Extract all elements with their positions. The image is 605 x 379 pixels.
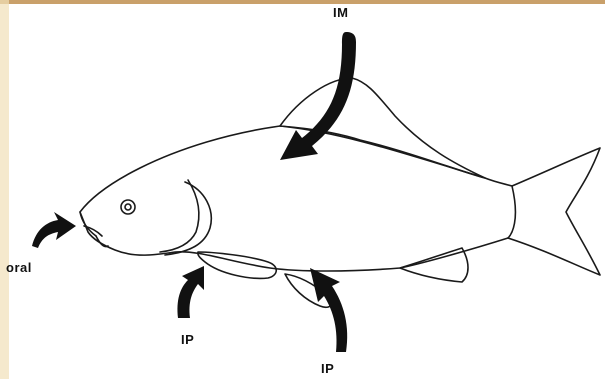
arrow-icon-oral [32, 212, 76, 248]
tail-fin [508, 148, 600, 275]
eye [121, 200, 135, 214]
label-oral: oral [6, 260, 32, 275]
gill-cover-inner [160, 180, 199, 252]
arrow-icon-ip-pelvic [310, 268, 347, 352]
arrow-icon-im [280, 32, 356, 160]
left-edge-accent [0, 0, 9, 379]
arrow-icon-ip-pectoral [177, 266, 204, 318]
label-ip-pelvic: IP [321, 361, 334, 376]
top-edge-accent [0, 0, 605, 4]
gill-cover [165, 182, 211, 255]
label-im: IM [333, 5, 348, 20]
eye-pupil [125, 204, 131, 210]
label-ip-pectoral: IP [181, 332, 194, 347]
dorsal-fin [280, 78, 485, 178]
